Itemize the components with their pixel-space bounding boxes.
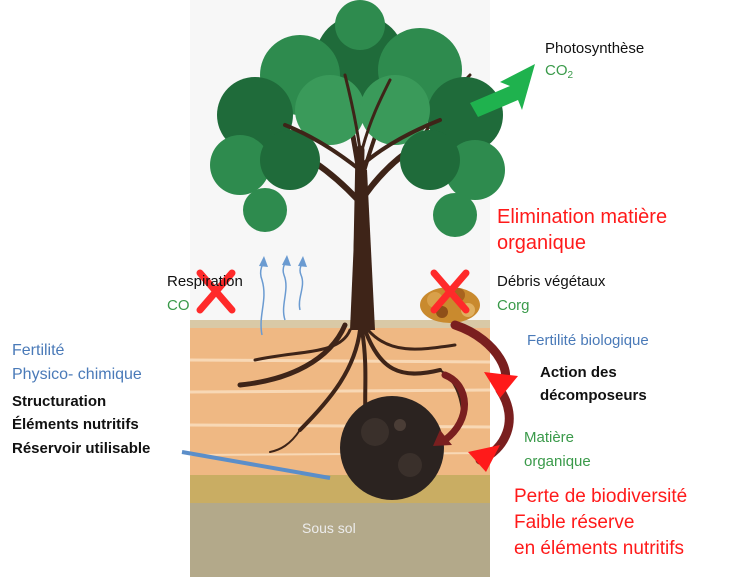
- structuration-label: Structuration: [12, 393, 106, 411]
- perte-label-line2: Faible réserve: [514, 512, 634, 535]
- action-label-line2: décomposeurs: [540, 387, 647, 405]
- corg-label: Corg: [497, 297, 530, 315]
- co-respiration-label: CO: [167, 297, 190, 315]
- debris-label: Débris végétaux: [497, 273, 605, 291]
- co2-photosynthese-label: CO2: [545, 62, 573, 82]
- fertilite-label-line1: Fertilité: [12, 341, 64, 360]
- action-label-line1: Action des: [540, 364, 617, 382]
- subsoil: [190, 503, 490, 577]
- soil-ball-icon: [340, 396, 444, 500]
- reservoir-label: Réservoir utilisable: [12, 440, 150, 458]
- perte-label-line1: Perte de biodiversité: [514, 486, 687, 509]
- sous-sol-label: Sous sol: [302, 520, 356, 537]
- elimination-label-line1: Elimination matière: [497, 205, 667, 229]
- fertilite-biologique-label: Fertilité biologique: [527, 332, 649, 350]
- photosynthese-label: Photosynthèse: [545, 40, 644, 58]
- respiration-label: Respiration: [167, 273, 243, 291]
- matiere-label-line1: Matière: [524, 429, 574, 447]
- co2-subscript: 2: [568, 70, 574, 81]
- elimination-label-line2: organique: [497, 231, 586, 255]
- subsoil-band: [190, 475, 490, 503]
- perte-label-line3: en éléments nutritifs: [514, 538, 684, 561]
- elements-nutritifs-label: Éléments nutritifs: [12, 416, 139, 434]
- co2-text: CO: [545, 62, 568, 79]
- matiere-label-line2: organique: [524, 453, 591, 471]
- fertilite-label-line2: Physico- chimique: [12, 365, 142, 384]
